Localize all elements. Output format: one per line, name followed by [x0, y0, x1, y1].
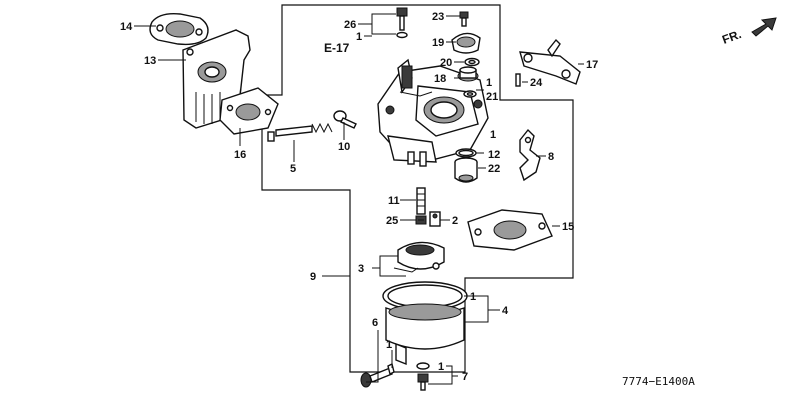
part-6-drain-screw: [360, 362, 395, 388]
callout-15: 15: [562, 221, 574, 233]
callout-1-top: 1: [356, 31, 362, 43]
callout-16: 16: [234, 149, 246, 161]
callout-1-6: 1: [386, 339, 392, 351]
callout-8: 8: [548, 151, 554, 163]
part-10-screw: [333, 110, 357, 129]
part-23-screw: [459, 11, 469, 27]
callout-19: 19: [432, 37, 444, 49]
part-11-main-jet-tube: [416, 187, 426, 215]
callout-11: 11: [388, 195, 400, 207]
part-5-pilot-screw: [267, 122, 333, 142]
callout-25: 25: [386, 215, 398, 227]
front-direction-label: FR.: [720, 27, 743, 47]
callout-1-7: 1: [438, 361, 444, 373]
part-24-pin: [515, 73, 521, 87]
callout-7: 7: [462, 371, 468, 383]
part-20-o-ring: [464, 57, 480, 67]
callout-20: 20: [440, 57, 452, 69]
callout-23: 23: [432, 11, 444, 23]
callout-22: 22: [488, 163, 500, 175]
part-25-jet: [415, 215, 427, 225]
diagram-code: 7774−E1400A: [622, 375, 695, 388]
part-21-gasket: [463, 90, 477, 98]
part-19-cover: [451, 32, 481, 54]
callout-5: 5: [290, 163, 296, 175]
leader-lines: [134, 13, 584, 385]
callout-labels: 14 13 16 5 10 26 1 E-17 23 19 20 18 1 21…: [120, 11, 743, 388]
part-4-float-chamber: [382, 281, 468, 366]
callout-1-12: 1: [490, 129, 496, 141]
callout-9: 9: [310, 271, 316, 283]
callout-4: 4: [502, 305, 509, 317]
part-22-jet: [454, 157, 478, 183]
part-8-lever: [519, 128, 541, 182]
callout-6: 6: [372, 317, 378, 329]
part-18-diaphragm: [457, 66, 479, 82]
part-7-screw: [416, 362, 430, 391]
carburetor-body: [377, 58, 489, 167]
callout-14: 14: [120, 21, 133, 33]
part-26-screw: [396, 7, 408, 39]
callout-2: 2: [452, 215, 458, 227]
callout-3: 3: [358, 263, 364, 275]
part-17-choke-lever: [519, 38, 581, 85]
callout-26: 26: [344, 19, 356, 31]
callout-12: 12: [488, 149, 500, 161]
callout-1-18: 1: [486, 77, 492, 89]
callout-10: 10: [338, 141, 350, 153]
front-direction-arrow: [751, 17, 777, 37]
part-15-gasket: [467, 209, 553, 251]
part-3-float: [393, 241, 445, 273]
callout-21: 21: [486, 91, 498, 103]
part-12-o-ring: [455, 148, 477, 158]
callout-17: 17: [586, 59, 598, 71]
part-14-gasket: [149, 12, 209, 46]
part-16-gasket: [219, 87, 279, 135]
part-2-pin: [429, 211, 441, 227]
callout-1-4: 1: [470, 291, 476, 303]
reference-e17: E-17: [324, 41, 350, 55]
callout-13: 13: [144, 55, 156, 67]
callout-18: 18: [434, 73, 446, 85]
callout-24: 24: [530, 77, 543, 89]
